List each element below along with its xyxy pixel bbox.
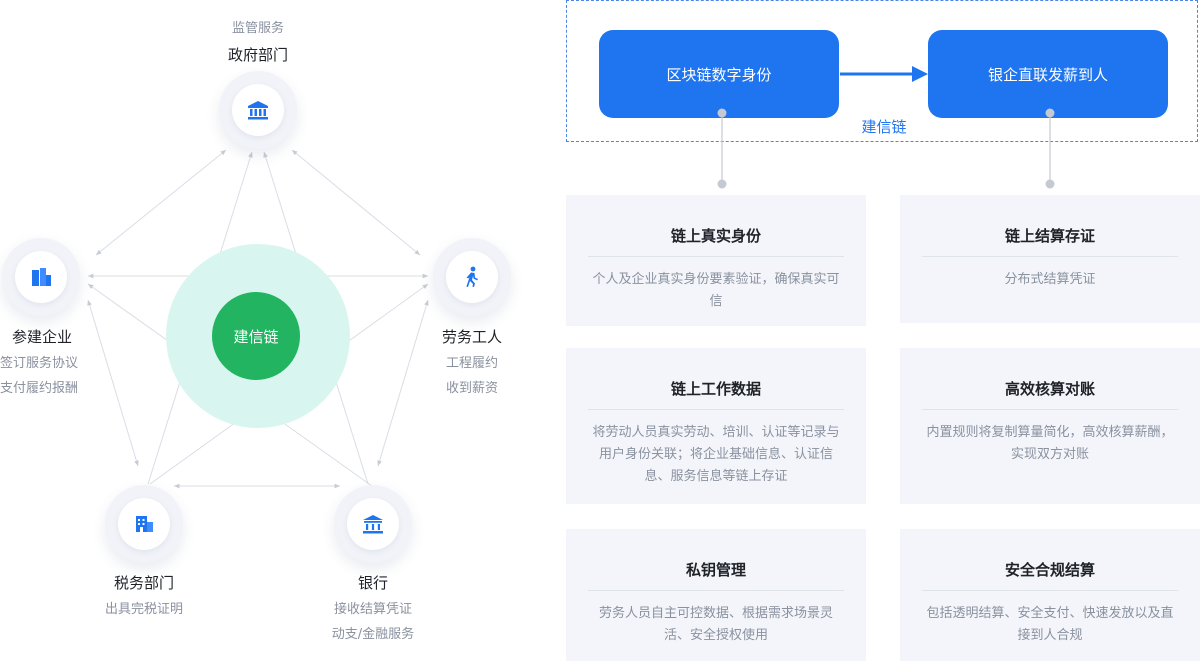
- center-hub: 建信链: [212, 292, 300, 380]
- edge-enterprise-tax: [87, 299, 139, 467]
- card-divider: [922, 590, 1178, 591]
- card-divider: [588, 590, 844, 591]
- card-onchain-identity: 链上真实身份 个人及企业真实身份要素验证，确保真实可信: [566, 195, 866, 326]
- card-compliant-settlement: 安全合规结算 包括透明结算、安全支付、快速发放以及直接到人合规: [900, 529, 1200, 661]
- tax-title: 税务部门: [113, 574, 175, 592]
- office-buildings-icon: [32, 268, 51, 286]
- card-title: 链上工作数据: [670, 380, 761, 398]
- card-title: 高效核算对账: [1004, 380, 1095, 398]
- blockchain-identity-label: 区块链数字身份: [666, 65, 772, 84]
- card-desc: 包括透明结算、安全支付、快速发放以及直接到人合规: [926, 606, 1174, 643]
- card-private-key: 私钥管理 劳务人员自主可控数据、根据需求场景灵活、安全授权使用: [566, 529, 866, 661]
- enterprise-desc-1: 签订服务协议: [0, 356, 79, 371]
- bank-payroll-label: 银企直联发薪到人: [987, 65, 1108, 84]
- card-desc: 劳务人员自主可控数据、根据需求场景灵活、安全授权使用: [598, 606, 833, 643]
- chain-dashed-frame: [566, 0, 1198, 142]
- enterprise-title: 参建企业: [11, 328, 73, 346]
- worker-title: 劳务工人: [441, 328, 503, 346]
- government-building-icon: [248, 101, 268, 120]
- card-desc: 个人及企业真实身份要素验证，确保真实可信: [592, 272, 840, 309]
- chain-arrow-icon: [840, 66, 928, 82]
- chain-label: 建信链: [861, 118, 907, 136]
- tax-office-icon: [136, 516, 153, 532]
- card-divider: [588, 256, 844, 257]
- blockchain-identity-button[interactable]: 区块链数字身份: [599, 30, 839, 118]
- bank-payroll-button[interactable]: 银企直联发薪到人: [928, 30, 1168, 118]
- card-desc: 分布式结算凭证: [1004, 272, 1096, 287]
- card-title: 安全合规结算: [1004, 561, 1095, 579]
- bank-icon: [363, 515, 383, 534]
- card-title: 链上结算存证: [1004, 227, 1095, 245]
- edge-gov-worker: [291, 149, 421, 256]
- center-halo: 建信链: [166, 244, 350, 428]
- worker-desc-1: 工程履约: [445, 356, 499, 371]
- tax-node: [105, 485, 183, 563]
- card-desc: 将劳动人员真实劳动、培训、认证等记录与用户身份关联；将企业基础信息、认证信息、服…: [592, 425, 840, 484]
- bank-desc-1: 接收结算凭证: [333, 602, 413, 617]
- bank-title: 银行: [357, 574, 389, 592]
- government-super-label: 监管服务: [231, 21, 285, 36]
- bank-desc-2: 动支/金融服务: [331, 627, 415, 642]
- card-efficient-reconciliation: 高效核算对账 内置规则将复制算量简化，高效核算薪酬，实现双方对账: [900, 348, 1200, 504]
- worker-desc-2: 收到薪资: [445, 381, 499, 396]
- center-label: 建信链: [233, 327, 279, 346]
- card-title: 链上真实身份: [670, 227, 761, 245]
- card-onchain-workdata: 链上工作数据 将劳动人员真实劳动、培训、认证等记录与用户身份关联；将企业基础信息…: [566, 348, 866, 504]
- card-divider: [922, 256, 1178, 257]
- worker-node: [433, 238, 511, 316]
- walking-person-icon: [466, 266, 478, 287]
- card-title: 私钥管理: [685, 561, 746, 579]
- card-onchain-settlement: 链上结算存证 分布式结算凭证: [900, 195, 1200, 323]
- government-title: 政府部门: [227, 46, 289, 64]
- enterprise-node: [2, 238, 80, 316]
- card-desc: 内置规则将复制算量简化，高效核算薪酬，实现双方对账: [926, 425, 1174, 462]
- card-connectors: [717, 108, 1055, 189]
- card-divider: [922, 409, 1178, 410]
- government-node: [219, 71, 297, 149]
- card-divider: [588, 409, 844, 410]
- edge-gov-enterprise: [95, 149, 227, 256]
- tax-desc-1: 出具完税证明: [104, 602, 184, 617]
- enterprise-desc-2: 支付履约报酬: [0, 381, 79, 396]
- network-diagram: 建信链 监管服务 政府部门 参建企业 签订服务协议: [0, 0, 560, 661]
- edge-worker-bank: [377, 299, 429, 467]
- bank-node: [334, 485, 412, 563]
